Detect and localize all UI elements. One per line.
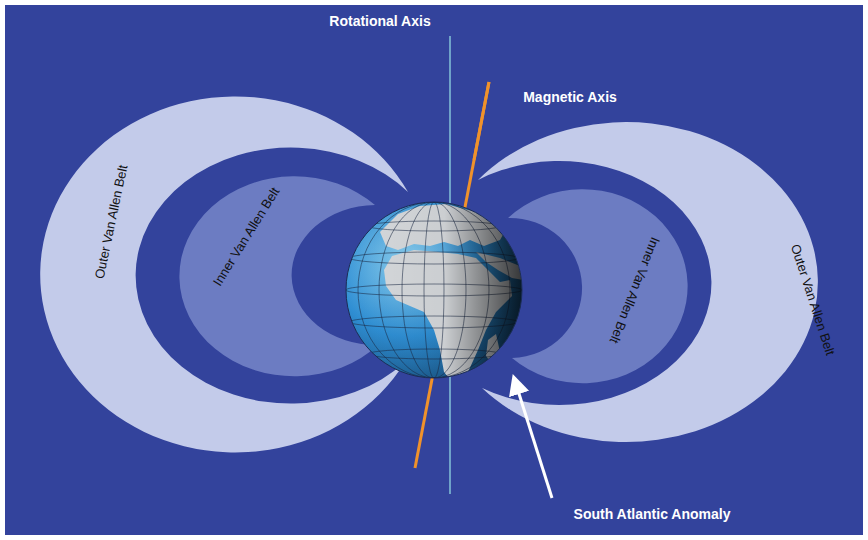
axis-label: Magnetic Axis [523, 89, 617, 105]
inner-belt-right [508, 189, 688, 383]
belt-label: Outer Van Allen Belt [93, 164, 132, 281]
background [5, 5, 863, 535]
axis-label: Rotational Axis [329, 13, 430, 29]
earth-globe [340, 196, 530, 386]
callout-label: South Atlantic Anomaly [574, 506, 731, 522]
magnetic-axis-top [474, 82, 489, 160]
belt-label: Outer Van Allen Belt [787, 242, 837, 357]
outer-belt-right [478, 122, 818, 442]
leader-arrow [514, 378, 552, 498]
belt-label: Inner Van Allen Belt [211, 185, 284, 289]
belt-label: Inner Van Allen Belt [606, 235, 662, 346]
